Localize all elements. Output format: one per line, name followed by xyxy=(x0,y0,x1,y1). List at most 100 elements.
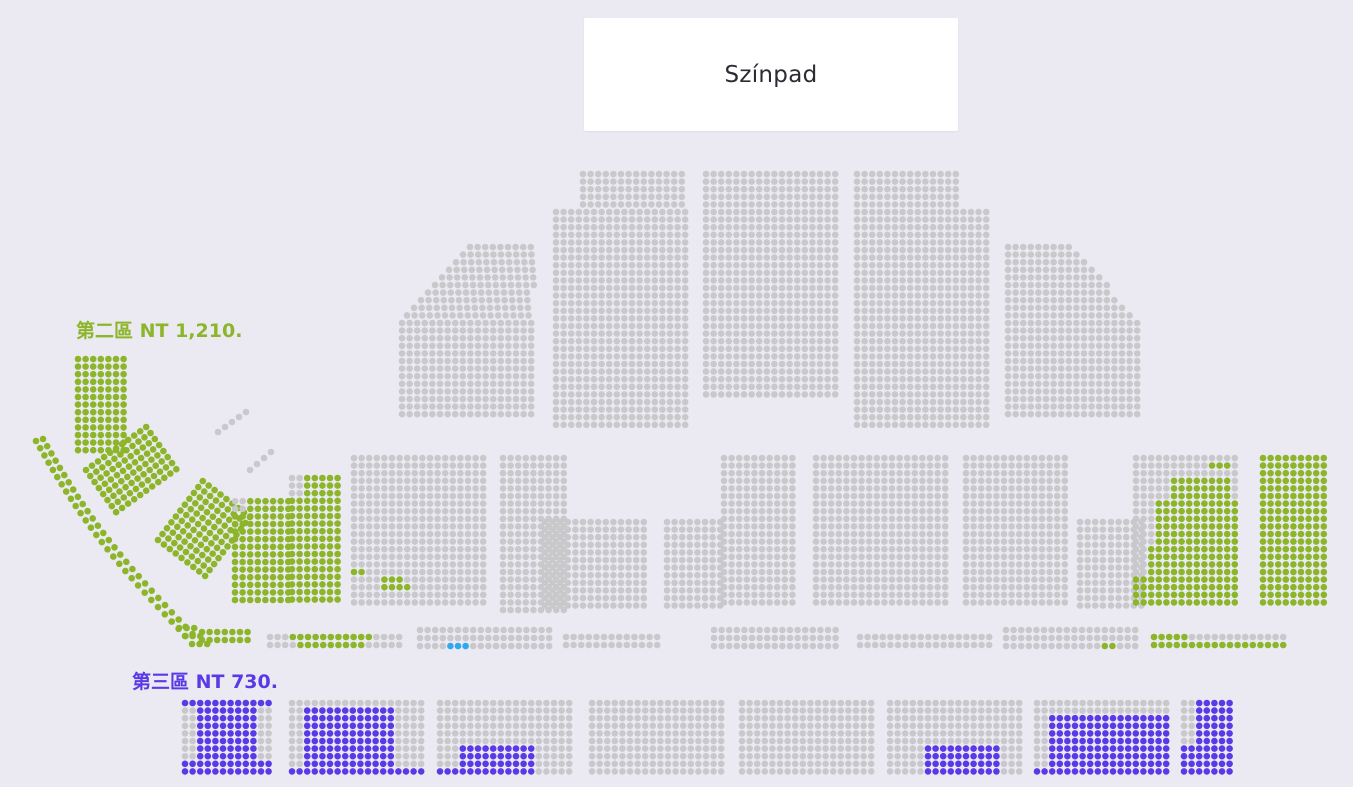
seat[interactable] xyxy=(200,525,208,532)
seat[interactable] xyxy=(1216,576,1223,583)
seat[interactable] xyxy=(1297,485,1305,492)
seat[interactable] xyxy=(1223,485,1231,492)
seat[interactable] xyxy=(1305,583,1312,591)
seat[interactable] xyxy=(1312,599,1320,606)
seat[interactable] xyxy=(1155,538,1163,545)
seat[interactable] xyxy=(1208,545,1216,553)
seat[interactable] xyxy=(350,568,358,576)
seat[interactable] xyxy=(1259,591,1267,599)
seat[interactable] xyxy=(1163,599,1170,606)
seat[interactable] xyxy=(1223,500,1231,507)
seat[interactable] xyxy=(124,436,132,444)
seat[interactable] xyxy=(1305,568,1312,576)
seat[interactable] xyxy=(1223,599,1231,606)
seat[interactable] xyxy=(1282,477,1290,485)
seat[interactable] xyxy=(214,507,221,515)
seat[interactable] xyxy=(1320,553,1328,561)
seat[interactable] xyxy=(1274,576,1282,583)
seat[interactable] xyxy=(139,444,147,451)
seat[interactable] xyxy=(117,451,124,458)
seat[interactable] xyxy=(93,531,100,539)
seat[interactable] xyxy=(97,386,105,393)
seat[interactable] xyxy=(1147,553,1155,561)
seat[interactable] xyxy=(1297,492,1305,500)
seat[interactable] xyxy=(148,596,155,604)
seat[interactable] xyxy=(120,355,127,363)
seat[interactable] xyxy=(135,438,142,445)
seat[interactable] xyxy=(1297,576,1305,583)
seat[interactable] xyxy=(1216,507,1223,515)
seat[interactable] xyxy=(1216,492,1223,500)
seat[interactable] xyxy=(112,408,120,416)
seat[interactable] xyxy=(1147,568,1155,576)
seat[interactable] xyxy=(101,480,109,488)
seat[interactable] xyxy=(1140,599,1147,606)
seat[interactable] xyxy=(1163,583,1170,591)
seat[interactable] xyxy=(1216,462,1223,469)
seat[interactable] xyxy=(1193,553,1201,561)
seat[interactable] xyxy=(1305,469,1312,477)
seat[interactable] xyxy=(222,532,230,540)
seat[interactable] xyxy=(112,363,120,370)
seat[interactable] xyxy=(176,544,184,551)
seat[interactable] xyxy=(184,559,191,566)
seat[interactable] xyxy=(149,446,157,453)
seat[interactable] xyxy=(89,515,96,522)
seat[interactable] xyxy=(1259,485,1267,492)
seat[interactable] xyxy=(124,473,131,481)
seat[interactable] xyxy=(1312,561,1320,568)
seat[interactable] xyxy=(1163,538,1170,545)
seat[interactable] xyxy=(1297,553,1305,561)
seat[interactable] xyxy=(1201,553,1208,561)
seat[interactable] xyxy=(1274,492,1282,500)
seat[interactable] xyxy=(1193,523,1201,530)
seat[interactable] xyxy=(1201,538,1208,545)
seat[interactable] xyxy=(178,554,185,562)
seat[interactable] xyxy=(1267,576,1274,583)
seat[interactable] xyxy=(205,519,212,526)
seat[interactable] xyxy=(168,519,175,526)
seat[interactable] xyxy=(150,472,158,480)
seat[interactable] xyxy=(1290,553,1297,561)
seat[interactable] xyxy=(1170,599,1178,606)
seat[interactable] xyxy=(1305,576,1312,583)
seat[interactable] xyxy=(1178,485,1185,492)
seat[interactable] xyxy=(74,431,82,439)
seat[interactable] xyxy=(1223,462,1231,469)
seat[interactable] xyxy=(1305,477,1312,485)
seat[interactable] xyxy=(1312,462,1320,469)
seat[interactable] xyxy=(1163,561,1170,568)
seat[interactable] xyxy=(1208,561,1216,568)
seat[interactable] xyxy=(120,424,127,431)
seat[interactable] xyxy=(82,386,89,393)
seat[interactable] xyxy=(112,370,120,378)
seat[interactable] xyxy=(158,458,165,465)
seat[interactable] xyxy=(1155,515,1163,523)
seat[interactable] xyxy=(1267,515,1274,523)
seat[interactable] xyxy=(1193,515,1201,523)
seat[interactable] xyxy=(1320,561,1328,568)
seat[interactable] xyxy=(1320,462,1328,469)
seat[interactable] xyxy=(1185,492,1193,500)
seat[interactable] xyxy=(1282,492,1290,500)
seat[interactable] xyxy=(1320,485,1328,492)
seat[interactable] xyxy=(106,449,114,457)
seat[interactable] xyxy=(1267,545,1274,553)
seat[interactable] xyxy=(1297,568,1305,576)
seat[interactable] xyxy=(203,508,211,516)
seat[interactable] xyxy=(117,551,124,558)
seat[interactable] xyxy=(1267,561,1274,568)
seat[interactable] xyxy=(1290,538,1297,545)
seat[interactable] xyxy=(74,393,82,401)
seat[interactable] xyxy=(206,529,214,537)
seat[interactable] xyxy=(167,470,174,477)
seat[interactable] xyxy=(112,393,120,401)
seat[interactable] xyxy=(1259,545,1267,553)
seat[interactable] xyxy=(1282,538,1290,545)
seat[interactable] xyxy=(1320,492,1328,500)
seat[interactable] xyxy=(147,429,154,437)
seat[interactable] xyxy=(105,363,112,370)
seat[interactable] xyxy=(1312,515,1320,523)
seat[interactable] xyxy=(1282,462,1290,469)
seat[interactable] xyxy=(129,565,136,573)
